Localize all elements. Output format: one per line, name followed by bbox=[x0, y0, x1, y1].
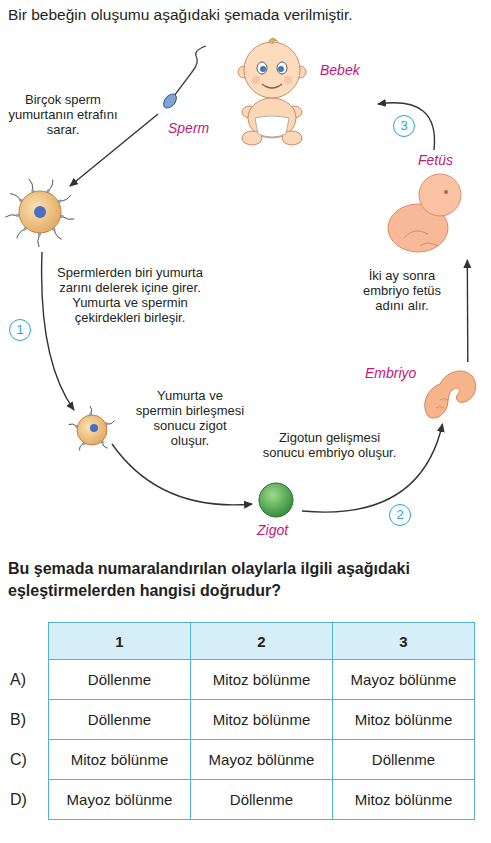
sperm-tail bbox=[63, 217, 75, 220]
callout-number: 3 bbox=[393, 115, 415, 137]
table-header-cell: 2 bbox=[191, 623, 333, 660]
option-row: Döllenme Mitoz bölünme Mayoz bölünme bbox=[49, 660, 475, 700]
stage-label: Embriyo bbox=[365, 365, 416, 381]
table-cell: Döllenme bbox=[49, 700, 191, 740]
egg-cell bbox=[19, 191, 61, 233]
sperm-tails bbox=[69, 406, 114, 450]
cell-text: Mitoz bölünme bbox=[355, 711, 453, 728]
answer-table: 123DöllenmeMitoz bölünmeMayoz bölünmeDöl… bbox=[48, 622, 475, 820]
cell-text: Mayoz bölünme bbox=[67, 791, 173, 808]
cell-text: Döllenme bbox=[88, 671, 151, 688]
question-text: Bu şemada numaralandırılan olaylarla ilg… bbox=[8, 558, 484, 602]
sperm-tail bbox=[60, 195, 71, 201]
table-header-cell: 1 bbox=[49, 623, 191, 660]
zygote-cell bbox=[259, 483, 293, 517]
sperm-tail bbox=[5, 215, 17, 218]
header-text: 1 bbox=[115, 633, 123, 650]
title: Bir bebeğin oluşumu aşağıdaki şemada ver… bbox=[8, 6, 484, 24]
table-header-cell: 3 bbox=[333, 623, 475, 660]
step-note: Birçok sperm yumurtanın etrafını sarar. bbox=[8, 92, 118, 137]
table-cell: Mitoz bölünme bbox=[49, 740, 191, 780]
sperm-stage: Sperm bbox=[150, 50, 216, 138]
header-text: 2 bbox=[257, 633, 265, 650]
fetus-figure bbox=[388, 174, 461, 252]
callout-number: 2 bbox=[389, 504, 411, 526]
table-cell: Mayoz bölünme bbox=[333, 660, 475, 700]
option-letter: D) bbox=[10, 791, 27, 809]
cell-text: Mitoz bölünme bbox=[213, 671, 311, 688]
baby-stage: Bebek bbox=[228, 38, 378, 148]
cell-text: Mitoz bölünme bbox=[213, 711, 311, 728]
step-note: Spermlerden biri yumurta zarını delerek … bbox=[55, 265, 205, 325]
sperm-figure bbox=[161, 46, 206, 110]
stage-label: Bebek bbox=[320, 62, 360, 78]
option-row: Mayoz bölünme Döllenme Mitoz bölünme bbox=[49, 780, 475, 820]
sperm-tail bbox=[29, 179, 33, 190]
step-note: Yumurta ve spermin birleşmesi sonucu zig… bbox=[135, 388, 245, 448]
table-cell: Döllenme bbox=[191, 780, 333, 820]
option-row: Mitoz bölünme Mayoz bölünme Döllenme bbox=[49, 740, 475, 780]
stage-label: Sperm bbox=[168, 120, 209, 136]
cell-text: Mayoz bölünme bbox=[351, 671, 457, 688]
cell-text: Mayoz bölünme bbox=[209, 751, 315, 768]
zygote-stage: Zigot bbox=[250, 480, 302, 542]
process-arrow bbox=[467, 260, 469, 362]
table-cell: Döllenme bbox=[333, 740, 475, 780]
embryo-figure bbox=[425, 371, 476, 418]
step-note: Zigotun gelişmesi sonucu embriyo oluşur. bbox=[262, 430, 397, 460]
cell-text: Döllenme bbox=[230, 791, 293, 808]
option-letter: C) bbox=[10, 751, 27, 769]
step-note: İki ay sonra embriyo fetüs adını alır. bbox=[352, 268, 452, 313]
sperm-tail bbox=[48, 179, 52, 190]
table-cell: Mitoz bölünme bbox=[333, 700, 475, 740]
embryo-stage: Embriyo bbox=[362, 362, 477, 424]
baby-figure bbox=[238, 38, 306, 145]
option-row: Döllenme Mitoz bölünme Mitoz bölünme bbox=[49, 700, 475, 740]
sperm-tail bbox=[38, 235, 40, 247]
stage-label: Zigot bbox=[257, 522, 288, 538]
sperm-tail bbox=[10, 194, 20, 200]
table-cell: Mitoz bölünme bbox=[191, 660, 333, 700]
stage-label: Fetüs bbox=[418, 152, 453, 168]
process-arrow bbox=[42, 114, 252, 505]
option-letter: A) bbox=[10, 671, 26, 689]
egg-cell bbox=[77, 415, 107, 445]
process-arrow bbox=[378, 103, 435, 150]
cell-text: Mitoz bölünme bbox=[71, 751, 169, 768]
table-body: 123DöllenmeMitoz bölünmeMayoz bölünmeDöl… bbox=[49, 623, 475, 820]
callout-number: 1 bbox=[9, 319, 31, 341]
table-cell: Mayoz bölünme bbox=[49, 780, 191, 820]
sperm-tails bbox=[5, 179, 74, 247]
fetus-stage: Fetüs bbox=[380, 150, 470, 260]
table-cell: Mayoz bölünme bbox=[191, 740, 333, 780]
header-text: 3 bbox=[399, 633, 407, 650]
table-cell: Döllenme bbox=[49, 660, 191, 700]
table-cell: Mitoz bölünme bbox=[191, 700, 333, 740]
cell-text: Mitoz bölünme bbox=[355, 791, 453, 808]
table-header-row: 1 2 3 bbox=[49, 623, 475, 660]
sperm-tail bbox=[54, 230, 61, 239]
sperm-tail bbox=[17, 229, 25, 238]
option-letter: B) bbox=[10, 711, 26, 729]
cell-text: Döllenme bbox=[88, 711, 151, 728]
table-cell: Mitoz bölünme bbox=[333, 780, 475, 820]
cell-text: Döllenme bbox=[372, 751, 435, 768]
